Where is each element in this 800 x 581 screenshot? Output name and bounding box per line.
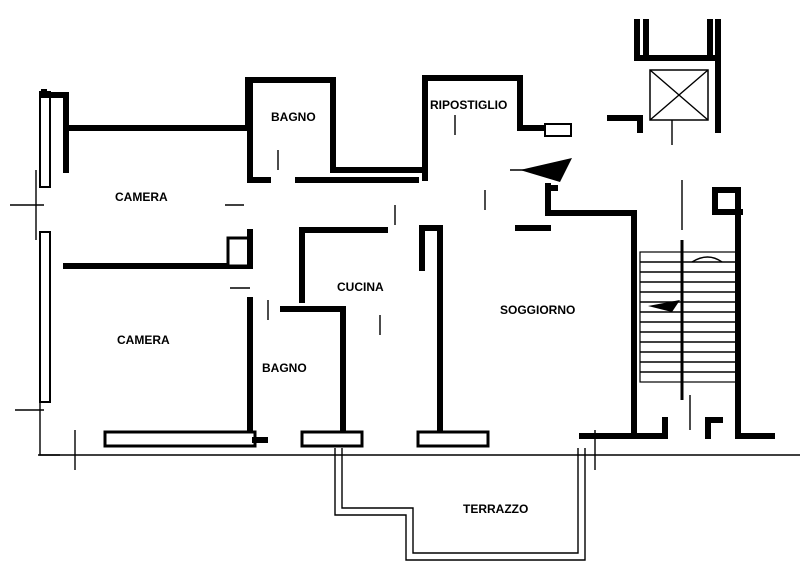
- room-label-camera-bottom: CAMERA: [117, 333, 170, 347]
- stairs: [639, 240, 739, 400]
- room-label-bagno-bottom: BAGNO: [262, 361, 307, 375]
- walls: [39, 19, 775, 448]
- details: [10, 115, 800, 561]
- room-labels: CAMERA CAMERA BAGNO BAGNO RIPOSTIGLIO CU…: [115, 98, 575, 516]
- room-label-ripostiglio: RIPOSTIGLIO: [430, 98, 507, 112]
- room-label-terrazzo: TERRAZZO: [463, 502, 528, 516]
- room-label-camera-top: CAMERA: [115, 190, 168, 204]
- room-label-cucina: CUCINA: [337, 280, 384, 294]
- room-label-bagno-top: BAGNO: [271, 110, 316, 124]
- room-label-soggiorno: SOGGIORNO: [500, 303, 575, 317]
